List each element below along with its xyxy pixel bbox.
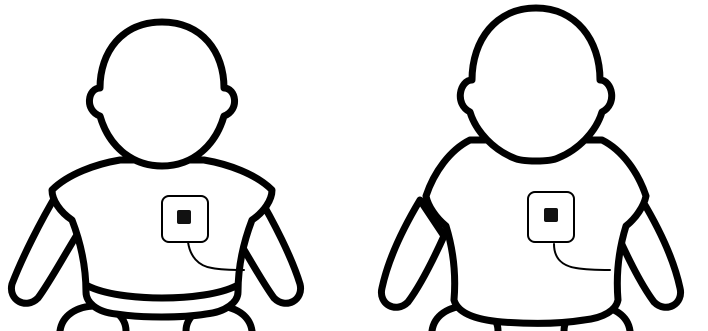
sensor-indicator — [544, 208, 558, 222]
baby-back-figure — [354, 0, 708, 331]
head — [460, 8, 611, 161]
sensor-indicator — [177, 210, 191, 224]
baby-front-svg — [0, 0, 354, 331]
diaper-waist — [88, 286, 236, 298]
head — [89, 22, 234, 166]
baby-front-figure — [0, 0, 354, 331]
baby-back-svg — [354, 0, 708, 331]
